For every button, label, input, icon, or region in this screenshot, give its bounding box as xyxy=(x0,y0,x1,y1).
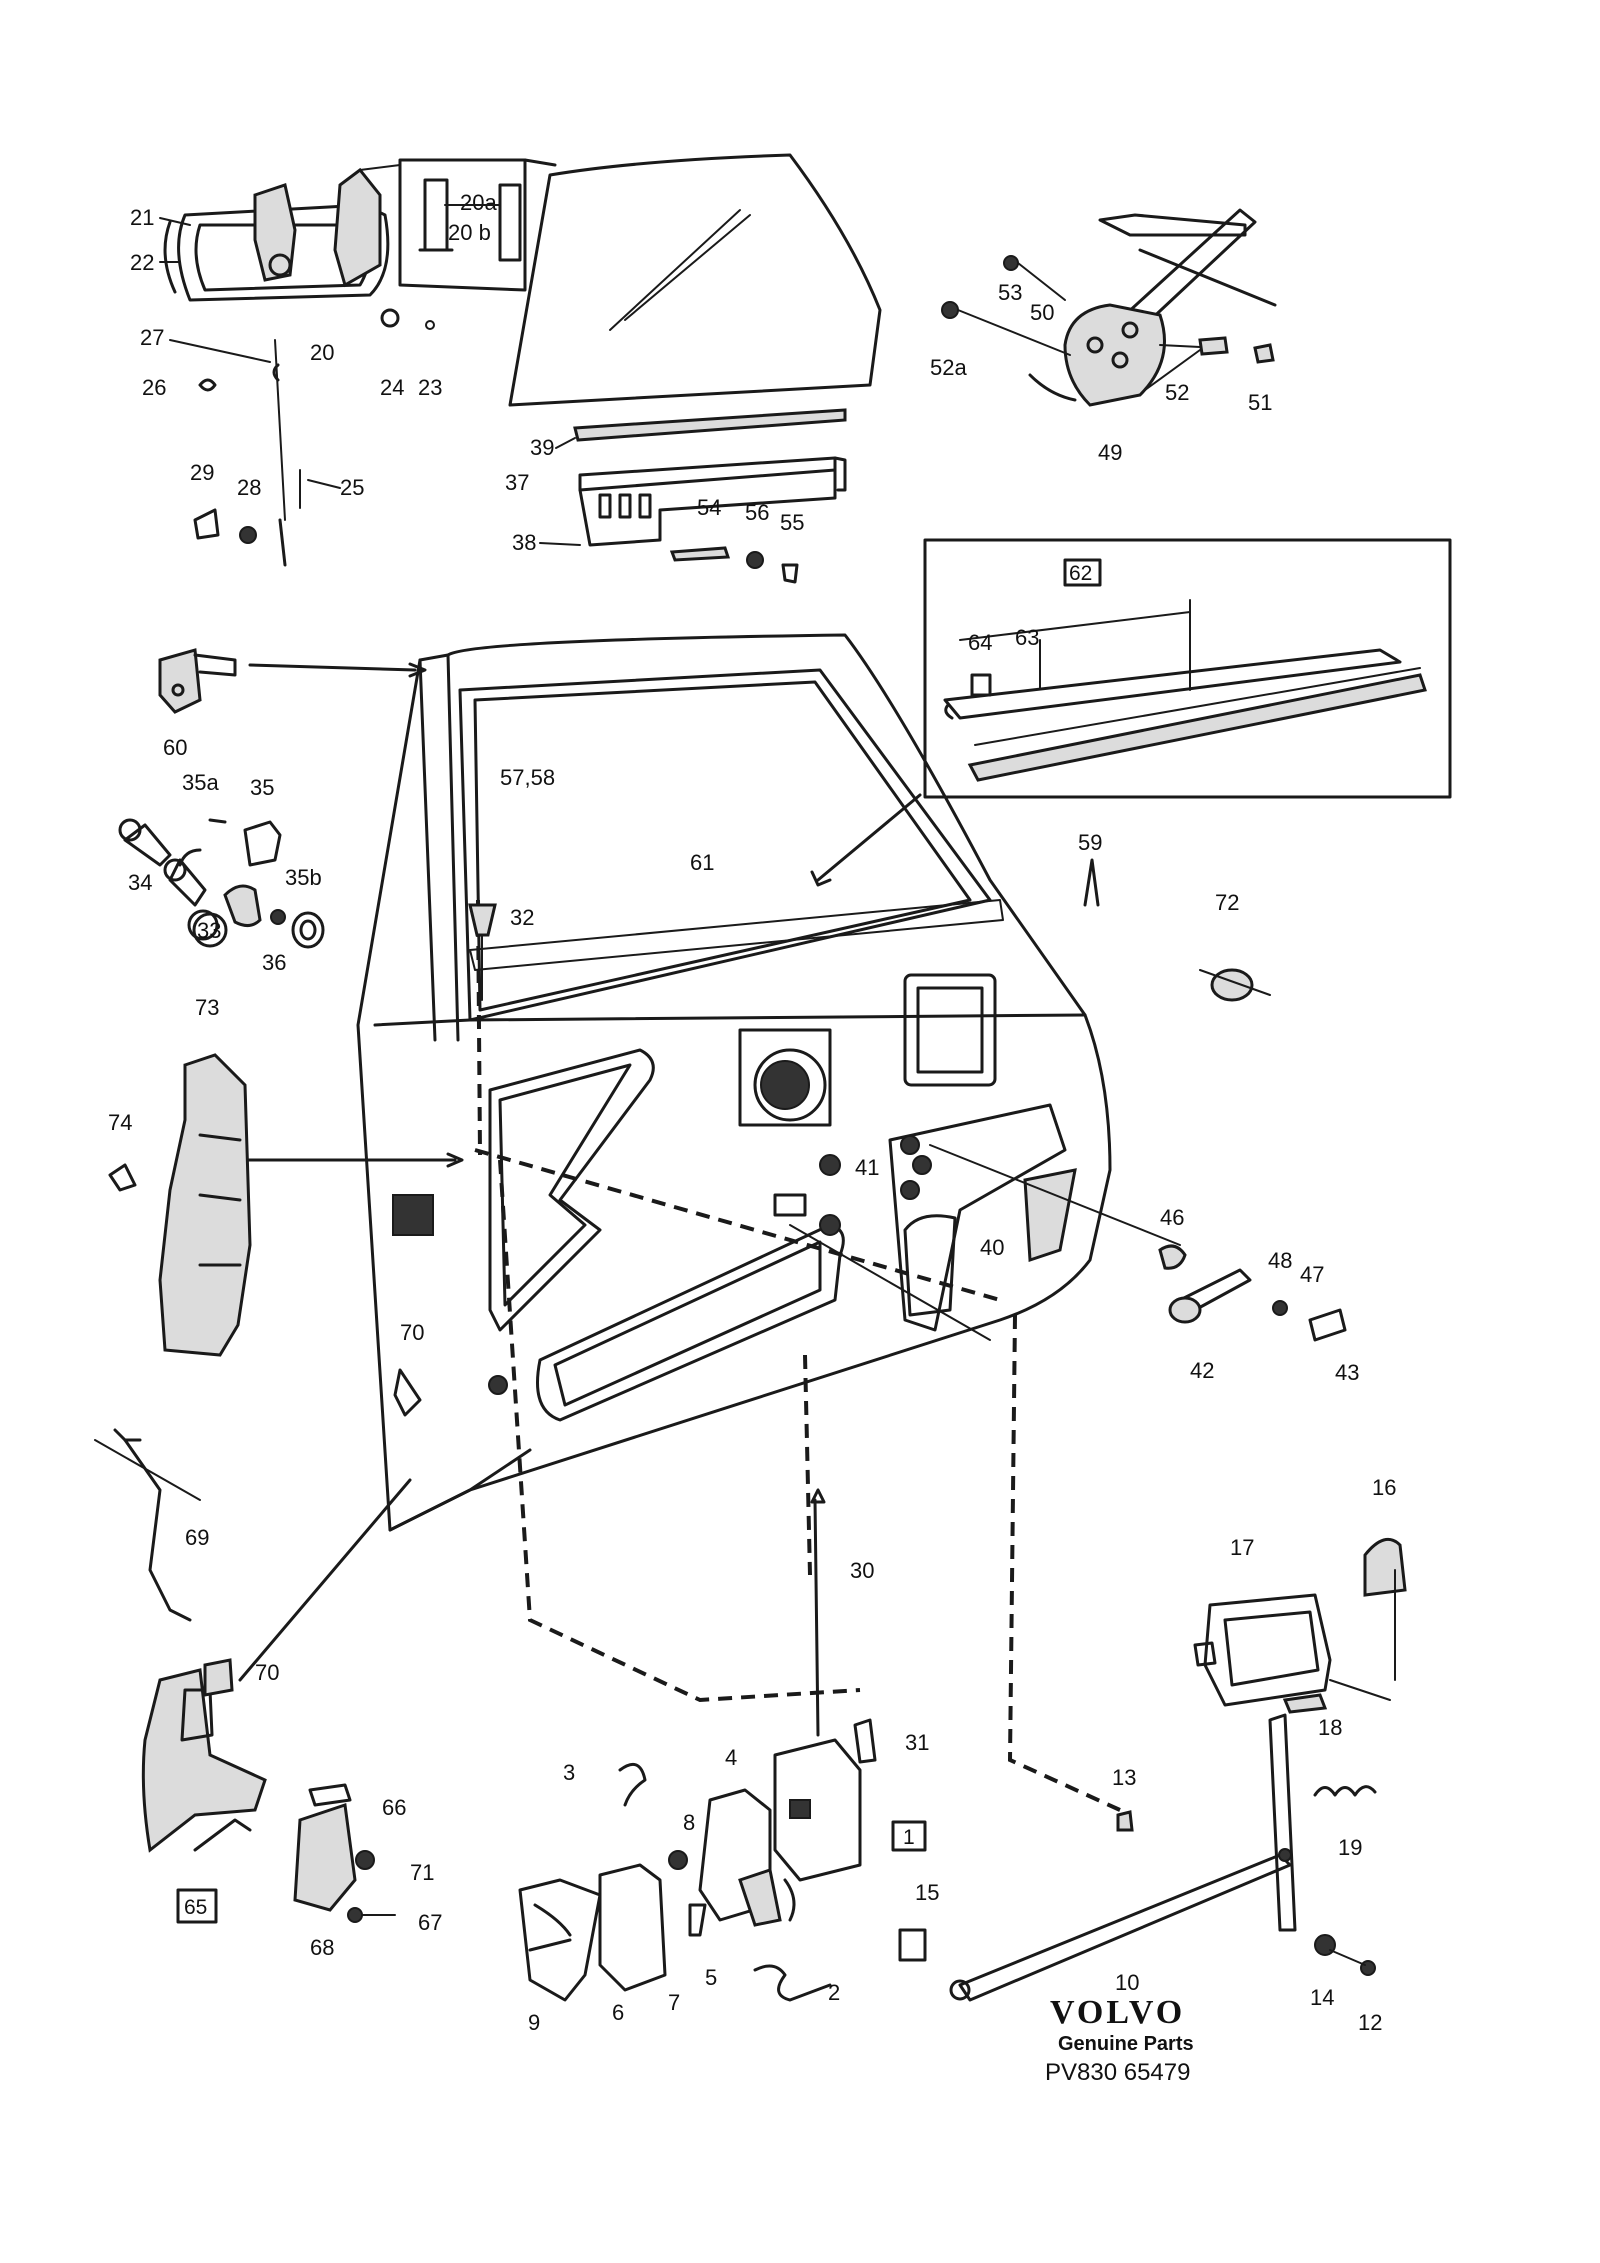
callout-13: 13 xyxy=(1112,1765,1136,1790)
callout-21: 21 xyxy=(130,205,154,230)
callout-leaders xyxy=(159,204,1201,546)
brand-part-number: PV830 65479 xyxy=(1045,2059,1190,2086)
callout-23: 23 xyxy=(418,375,442,400)
lock-cylinder-keys xyxy=(118,818,325,949)
callout-9: 9 xyxy=(528,2010,540,2035)
brand-logo: VOLVO xyxy=(1050,1994,1185,2031)
callout-5: 5 xyxy=(705,1965,717,1990)
callout-71: 71 xyxy=(410,1860,434,1885)
door-latch-assembly xyxy=(518,1488,1376,2002)
callout-40: 40 xyxy=(980,1235,1004,1260)
callout-51: 51 xyxy=(1248,390,1272,415)
callout-74: 74 xyxy=(108,1110,132,1135)
callout-7: 7 xyxy=(668,1990,680,2015)
callout-47: 47 xyxy=(1300,1262,1324,1287)
callout-15: 15 xyxy=(915,1880,939,1905)
callout-6: 6 xyxy=(612,2000,624,2025)
callout-70a: 70 xyxy=(400,1320,424,1345)
callout-38: 38 xyxy=(512,530,536,555)
callout-49: 49 xyxy=(1098,440,1122,465)
inner-rod-knob-32 xyxy=(468,903,497,1001)
callout-28: 28 xyxy=(237,475,261,500)
callout-60: 60 xyxy=(163,735,187,760)
callout-34: 34 xyxy=(128,870,152,895)
callout-2: 2 xyxy=(828,1980,840,2005)
callout-72: 72 xyxy=(1215,890,1239,915)
callout-53: 53 xyxy=(998,280,1022,305)
callout-33: 33 xyxy=(197,918,221,943)
callout-12: 12 xyxy=(1358,2010,1382,2035)
callout-5758: 57,58 xyxy=(500,765,555,790)
callout-20: 20 xyxy=(310,340,334,365)
callout-39: 39 xyxy=(530,435,554,460)
callout-26: 26 xyxy=(142,375,166,400)
callout-59: 59 xyxy=(1078,830,1102,855)
callout-65: 65 xyxy=(184,1896,207,1919)
callout-17: 17 xyxy=(1230,1535,1254,1560)
right-side-parts xyxy=(1083,858,1407,1797)
callout-18: 18 xyxy=(1318,1715,1342,1740)
window-glass-assembly xyxy=(508,153,882,584)
callout-52: 52 xyxy=(1165,380,1189,405)
callout-62: 62 xyxy=(1069,562,1092,585)
callout-69: 69 xyxy=(185,1525,209,1550)
callout-31: 31 xyxy=(905,1730,929,1755)
callout-25: 25 xyxy=(340,475,364,500)
callout-30: 30 xyxy=(850,1558,874,1583)
callout-68: 68 xyxy=(310,1935,334,1960)
callout-14: 14 xyxy=(1310,1985,1334,2010)
callout-64: 64 xyxy=(968,630,992,655)
callout-36: 36 xyxy=(262,950,286,975)
callout-67: 67 xyxy=(418,1910,442,1935)
callout-37: 37 xyxy=(505,470,529,495)
central-lock-motor-assembly xyxy=(113,1428,396,1923)
callout-22: 22 xyxy=(130,250,154,275)
moulding-inset-box xyxy=(923,538,1452,799)
callout-16: 16 xyxy=(1372,1475,1396,1500)
window-regulator-assembly xyxy=(941,208,1277,407)
door-check-strap-60 xyxy=(158,648,237,714)
callout-41: 41 xyxy=(855,1155,879,1180)
callout-61: 61 xyxy=(690,850,714,875)
callout-54: 54 xyxy=(697,495,721,520)
door-trim-panel-73 xyxy=(108,1053,252,1357)
callout-35b: 35b xyxy=(285,865,322,890)
brand-tagline: Genuine Parts xyxy=(1058,2033,1194,2055)
callout-3: 3 xyxy=(563,1760,575,1785)
volvo-brand-block: VOLVO Genuine Parts PV830 65479 xyxy=(1045,1994,1194,2086)
callout-66: 66 xyxy=(382,1795,406,1820)
callout-63: 63 xyxy=(1015,625,1039,650)
callout-labels: 21 22 20a 20 b 20 27 24 23 26 29 28 25 3… xyxy=(108,190,1396,2035)
callout-43: 43 xyxy=(1335,1360,1359,1385)
callout-4: 4 xyxy=(725,1745,737,1770)
callout-35a: 35a xyxy=(182,770,219,795)
callout-19: 19 xyxy=(1338,1835,1362,1860)
callout-10: 10 xyxy=(1115,1970,1139,1995)
callout-70b: 70 xyxy=(255,1660,279,1685)
callout-1: 1 xyxy=(903,1826,915,1849)
callout-73: 73 xyxy=(195,995,219,1020)
callout-27: 27 xyxy=(140,325,164,350)
callout-48: 48 xyxy=(1268,1248,1292,1273)
connection-lines xyxy=(94,662,1181,1812)
callout-29: 29 xyxy=(190,460,214,485)
callout-8: 8 xyxy=(683,1810,695,1835)
callout-24: 24 xyxy=(380,375,404,400)
callout-55: 55 xyxy=(780,510,804,535)
callout-32: 32 xyxy=(510,905,534,930)
callout-20b: 20 b xyxy=(448,220,491,245)
callout-52a: 52a xyxy=(930,355,967,380)
callout-42: 42 xyxy=(1190,1358,1214,1383)
callout-35: 35 xyxy=(250,775,274,800)
callout-50: 50 xyxy=(1030,300,1054,325)
callout-20a: 20a xyxy=(460,190,497,215)
callout-46: 46 xyxy=(1160,1205,1184,1230)
hinge-pin-inset-box xyxy=(398,158,557,292)
exterior-door-handle-assembly xyxy=(163,164,435,567)
callout-56: 56 xyxy=(745,500,769,525)
